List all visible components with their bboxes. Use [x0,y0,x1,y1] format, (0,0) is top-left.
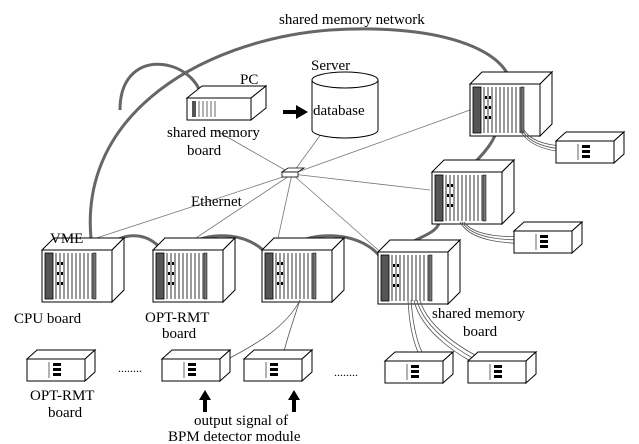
ellipsis-right: ........ [334,365,358,379]
shared-mem-board-label-line1: shared memory [432,306,525,322]
opt-rmt-bottom-label-line2: board [48,405,83,421]
module-bottom-2 [243,349,313,382]
cpu-board-label: CPU board [14,311,82,327]
pc-label: PC [240,72,258,88]
vme-crate-opt-rmt-2 [261,237,345,303]
server-label: Server [311,58,350,74]
opt-rmt-mid-label-line2: board [162,326,197,342]
module-bottom-4 [467,351,537,384]
arrow-up-icon [199,390,211,412]
shared-memory-network-links [88,27,513,269]
arrow-right-icon [283,105,308,119]
database-icon [311,71,379,139]
database-label: database [313,103,365,119]
arrow-up-icon [288,390,300,412]
shared-memory-network-label: shared memory network [279,12,425,28]
vme-crate-right-middle [431,159,515,225]
vme-crate-cpu [41,237,125,303]
pc-board-label-line1: shared memory [167,125,260,141]
vme-crate-shared-memory [377,239,461,305]
ethernet-links [59,109,471,257]
shared-mem-board-label-line2: board [463,324,498,340]
pc-board-label-line2: board [187,143,222,159]
ellipsis-left: ........ [118,361,142,375]
module-bottom-3 [384,351,454,384]
output-signal-label-line2: BPM detector module [168,429,301,444]
vme-crate-right-top [469,71,553,137]
opt-rmt-bottom-label-line1: OPT-RMT [30,388,94,404]
opt-rmt-mid-label-line1: OPT-RMT [145,310,209,326]
module-right-top [555,131,625,164]
vme-crate-opt-rmt-1 [152,237,236,303]
module-right-middle [513,221,583,254]
output-signal-label-line1: output signal of [194,413,288,429]
module-bottom-1 [161,349,231,382]
ethernet-label: Ethernet [191,194,243,210]
ethernet-hub [280,167,306,178]
pc-box [185,84,268,122]
vme-label: VME [50,231,83,247]
module-bottom-left [26,349,96,382]
